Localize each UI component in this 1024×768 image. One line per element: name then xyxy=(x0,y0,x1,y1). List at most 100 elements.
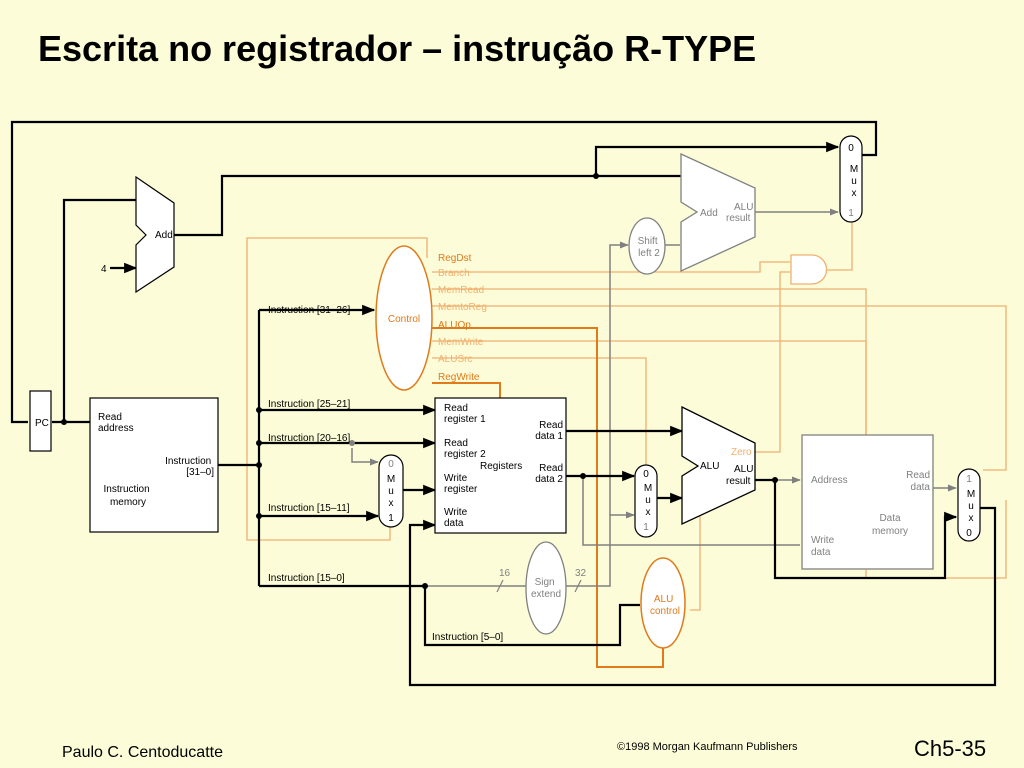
svg-text:Add: Add xyxy=(700,208,718,219)
sign-extend-in-bits: 16 xyxy=(499,568,511,579)
instr-field-5-0: Instruction [5–0] xyxy=(432,632,503,643)
svg-text:Address: Address xyxy=(811,475,848,486)
active-datapath-wires xyxy=(10,120,997,687)
svg-text:u: u xyxy=(851,176,857,187)
instr-field-25-21: Instruction [25–21] xyxy=(268,399,350,410)
instr-field-31-26: Instruction [31–26] xyxy=(268,305,350,316)
memtoreg-mux-labels: 1 M u x 0 xyxy=(966,474,975,539)
alu-control-unit xyxy=(640,557,686,649)
svg-text:x: x xyxy=(646,507,651,518)
signal-aluop: ALUOp xyxy=(438,320,471,331)
svg-text:Registers: Registers xyxy=(480,461,522,472)
svg-text:u: u xyxy=(968,501,974,512)
svg-text:ALU: ALU xyxy=(734,464,753,475)
alusrc-mux-labels: 0 M u x 1 xyxy=(643,469,652,533)
svg-text:ALU: ALU xyxy=(734,202,753,213)
signal-memread: MemRead xyxy=(438,285,484,296)
branch-adder-labels: Add ALU result xyxy=(700,202,753,224)
constant-four: 4 xyxy=(101,264,107,275)
instr-mem-name: Instruction memory xyxy=(104,484,153,508)
svg-text:M: M xyxy=(850,164,858,175)
data-memory xyxy=(801,434,934,570)
svg-text:1: 1 xyxy=(966,474,972,485)
pc-label: PC xyxy=(35,418,49,429)
svg-text:M: M xyxy=(967,489,975,500)
branch-and-gate xyxy=(790,254,828,285)
instr-field-20-16: Instruction [20–16] xyxy=(268,433,350,444)
svg-text:x: x xyxy=(389,498,394,509)
control-unit xyxy=(375,245,433,391)
signal-branch: Branch xyxy=(438,268,470,279)
svg-text:Zero: Zero xyxy=(731,447,752,458)
signal-regdst: RegDst xyxy=(438,253,472,264)
control-signal-labels: RegDst Branch MemRead MemtoReg ALUOp Mem… xyxy=(438,253,487,383)
svg-text:0: 0 xyxy=(643,469,649,480)
pc-mux-labels: 0 M u x 1 xyxy=(848,143,858,219)
svg-text:result: result xyxy=(726,476,751,487)
shift-left-label: Shift left 2 xyxy=(638,236,661,259)
inactive-wires xyxy=(351,208,957,587)
signal-memwrite: MemWrite xyxy=(438,337,484,348)
svg-text:x: x xyxy=(969,513,974,524)
sign-extend-unit xyxy=(525,541,567,635)
bus-width-marks xyxy=(496,579,582,593)
slide-title: Escrita no registrador – instrução R-TYP… xyxy=(38,28,757,69)
footer-author: Paulo C. Centoducatte xyxy=(62,744,223,761)
pc-adder-label: Add xyxy=(155,230,173,241)
signal-regwrite: RegWrite xyxy=(438,372,480,383)
svg-text:0: 0 xyxy=(966,528,972,539)
signal-alusrc: ALUSrc xyxy=(438,354,472,365)
regdst-mux-labels: 0 M u x 1 xyxy=(387,459,395,524)
regdst-mux xyxy=(378,454,404,528)
svg-text:1: 1 xyxy=(388,513,394,524)
instr-field-15-0: Instruction [15–0] xyxy=(268,573,345,584)
svg-text:1: 1 xyxy=(643,522,649,533)
svg-text:ALU: ALU xyxy=(700,461,719,472)
svg-text:result: result xyxy=(726,213,751,224)
control-label: Control xyxy=(388,314,420,325)
pc-source-mux xyxy=(839,135,863,223)
alu-labels: ALU Zero ALU result xyxy=(700,447,753,487)
shift-left-unit xyxy=(628,217,666,275)
svg-text:0: 0 xyxy=(388,459,394,470)
svg-text:M: M xyxy=(387,474,395,485)
svg-text:u: u xyxy=(645,495,651,506)
memtoreg-mux xyxy=(957,468,981,542)
svg-text:0: 0 xyxy=(848,143,854,154)
instruction-memory xyxy=(89,397,219,533)
svg-text:u: u xyxy=(388,486,394,497)
pc-adder xyxy=(135,175,175,294)
junction-dots xyxy=(61,173,778,589)
main-alu xyxy=(681,405,756,526)
footer-slide-number: Ch5-35 xyxy=(914,736,987,761)
footer-copyright: ©1998 Morgan Kaufmann Publishers xyxy=(617,741,798,753)
alusrc-mux xyxy=(634,464,658,538)
sign-extend-label: Sign extend xyxy=(531,577,561,600)
control-signal-wires xyxy=(246,222,1007,611)
signal-memtoreg: MemtoReg xyxy=(438,302,487,313)
svg-text:M: M xyxy=(644,483,652,494)
svg-text:x: x xyxy=(852,188,857,199)
register-file xyxy=(434,397,567,534)
branch-adder xyxy=(680,152,756,273)
pc-register xyxy=(29,390,52,452)
instr-mem-read-address: Read address xyxy=(98,412,134,434)
alu-control-label: ALU control xyxy=(650,594,680,617)
sign-extend-out-bits: 32 xyxy=(575,568,587,579)
instr-field-15-11: Instruction [15–11] xyxy=(268,503,350,514)
active-control-wires xyxy=(432,327,664,668)
instr-mem-instruction: Instruction [31–0] xyxy=(165,456,214,478)
svg-text:1: 1 xyxy=(848,208,854,219)
